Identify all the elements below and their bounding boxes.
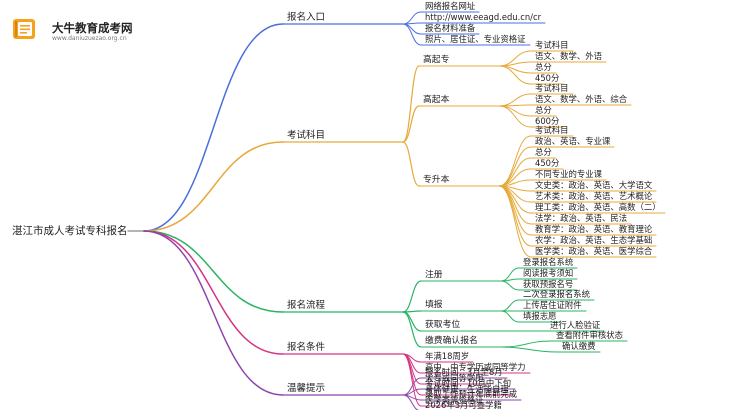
- leaf-connector: [500, 346, 559, 353]
- subject-item: 总分: [535, 62, 552, 72]
- mindmap-connectors: [127, 11, 666, 410]
- tip-item: 2026年3月可查学籍: [425, 400, 502, 410]
- process-item: 填报志愿: [523, 311, 557, 321]
- subgroup-gaoqizhuan: 高起专: [423, 55, 450, 65]
- subject-item: 理工类：政治、英语、高数（二）: [535, 202, 661, 212]
- subject-item: 医学类：政治、英语、医学综合: [535, 246, 653, 256]
- leaf-connector: [500, 280, 520, 291]
- step-payment: 缴费确认报名: [425, 336, 478, 346]
- section-conditions: 报名条件: [287, 342, 326, 353]
- condition-item: 医学类需资格证: [425, 395, 484, 405]
- subject-item: 政治、英语、专业课: [535, 136, 611, 146]
- leaf-connector: [498, 105, 532, 128]
- subject-item: 考试科目: [535, 125, 569, 135]
- leaf-connector: [498, 93, 532, 107]
- subject-item: 450分: [535, 73, 560, 83]
- leaf-connector: [402, 23, 422, 35]
- group-connector: [402, 141, 420, 187]
- leaf-connector: [498, 105, 532, 117]
- root-connector: [143, 23, 284, 232]
- leaf-connector: [498, 135, 532, 187]
- tip-item: 录取工作预计年底前完成: [425, 389, 518, 399]
- entry-item: 报名材料准备: [425, 23, 476, 33]
- subject-item: 总分: [535, 105, 552, 115]
- section-process: 报名流程: [287, 300, 326, 311]
- leaf-connector: [498, 185, 532, 225]
- subject-item: 法学：政治、英语、民法: [535, 213, 628, 223]
- process-item: 查看附件审核状态: [556, 330, 623, 340]
- entry-item: 网络报名网址: [425, 1, 476, 11]
- step-seat: 获取考位: [425, 320, 461, 330]
- leaf-connector: [402, 23, 422, 46]
- step-register: 注册: [425, 270, 443, 280]
- subject-item: 文史类：政治、英语、大学语文: [535, 180, 653, 190]
- process-item: 进行人脸验证: [550, 320, 601, 330]
- leaf-connector: [402, 394, 419, 410]
- condition-item: 高中、中专学历或同等学力: [425, 362, 526, 372]
- condition-item: 身体健康，生活能自理: [425, 384, 509, 394]
- process-item: 获取预报名号: [523, 279, 574, 289]
- subject-item: 不同专业的专业课: [535, 169, 602, 179]
- tip-item: 考试时间：10月中下旬: [425, 378, 512, 388]
- leaf-connector: [500, 340, 553, 348]
- leaf-connector: [498, 185, 532, 258]
- subject-item: 艺术类：政治、英语、艺术概论: [535, 191, 653, 201]
- subject-item: 600分: [535, 116, 560, 126]
- process-item: 确认缴费: [562, 341, 596, 351]
- tip-item: 报名时间：3月至8月: [425, 367, 503, 377]
- root-connector: [143, 230, 284, 355]
- subgroup-gaoqiben: 高起本: [423, 95, 450, 105]
- leaf-connector: [498, 185, 532, 247]
- process-item: 二次登录报名系统: [523, 289, 590, 299]
- group-connector: [402, 105, 420, 143]
- step-fill: 填报: [425, 300, 443, 310]
- leaf-connector: [402, 353, 422, 407]
- subject-item: 总分: [535, 147, 552, 157]
- section-tips: 温馨提示: [287, 383, 326, 394]
- entry-item: 照片、居住证、专业资格证: [425, 34, 526, 44]
- leaf-connector: [498, 65, 532, 85]
- subject-item: 语文、数学、外语: [535, 51, 602, 61]
- group-connector: [402, 65, 420, 143]
- section-subjects: 考试科目: [287, 130, 326, 141]
- subject-item: 语文、数学、外语、综合: [535, 94, 628, 104]
- root-connector: [143, 230, 284, 313]
- process-item: 登录报名系统: [523, 257, 574, 267]
- subgroup-zhuanshengben: 专升本: [423, 175, 450, 185]
- condition-item: 年满18周岁: [425, 351, 470, 361]
- condition-item: 大专或同等学历: [425, 373, 484, 383]
- brand-name: 大牛教育成考网: [52, 21, 133, 35]
- subject-item: 教育学：政治、英语、教育理论: [535, 224, 653, 234]
- subject-item: 450分: [535, 158, 560, 168]
- root-connector: [143, 230, 284, 396]
- mindmap-root: 湛江市成人考试专科报名: [12, 225, 128, 237]
- leaf-connector: [500, 299, 520, 312]
- brand-url: www.daniuzuezao.org.cn: [52, 35, 127, 42]
- leaf-connector: [500, 310, 520, 323]
- leaf-connector: [498, 61, 532, 67]
- group-connector: [402, 311, 422, 348]
- root-connector: [143, 141, 284, 232]
- subject-item: 农学：政治、英语、生态学基础: [535, 235, 653, 245]
- group-connector: [402, 280, 422, 313]
- subject-item: 考试科目: [535, 83, 569, 93]
- process-item: 阅读报考须知: [523, 268, 574, 278]
- leaf-connector: [402, 11, 422, 25]
- section-entry: 报名入口: [287, 12, 326, 23]
- book-icon: [13, 19, 35, 39]
- entry-item: http://www.eeagd.edu.cn/cr: [425, 12, 542, 22]
- subject-item: 考试科目: [535, 40, 569, 50]
- process-item: 上传居住证附件: [523, 300, 582, 310]
